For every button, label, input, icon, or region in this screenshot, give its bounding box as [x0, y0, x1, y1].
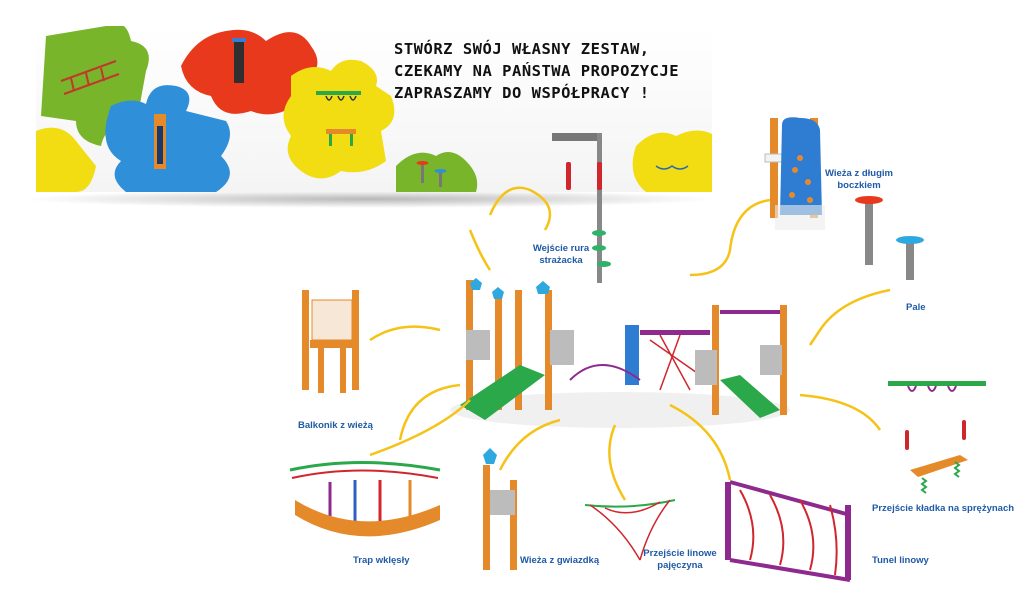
web-crossing-illustration	[584, 499, 676, 561]
spring-bridge-illustration	[888, 381, 986, 494]
caption-balcony-tower: Balkonik z wieżą	[298, 420, 373, 431]
banner-headline-line-1: STWÓRZ SWÓJ WŁASNY ZESTAW,	[394, 40, 650, 58]
banner-shadow	[20, 190, 720, 208]
arrow-from-pole	[488, 186, 552, 231]
firemans-pole-illustration	[552, 133, 611, 283]
banner-headline-line-2: CZEKAMY NA PAŃSTWA PROPOZYCJE	[394, 62, 680, 80]
arrow-balcony-to-slide	[398, 383, 461, 441]
puzzle-pieces-illustration	[36, 26, 712, 192]
caption-star-tower: Wieża z gwiazdką	[520, 555, 600, 566]
yellow-puzzle-piece-right	[632, 130, 712, 192]
tower-long-side-illustration	[764, 117, 825, 230]
banner-headline-line-3: ZAPRASZAMY DO WSPÓŁPRACY !	[394, 84, 650, 102]
balcony-tower-illustration	[302, 290, 359, 393]
caption-firemans-pole: Wejście rura strażacka	[532, 243, 590, 266]
arrow-from-web	[608, 424, 627, 501]
caption-tower-long-side: Wieża z długim boczkiem	[824, 168, 893, 191]
caption-web-crossing: Przejście linowe pajęczyna	[643, 548, 717, 571]
yellow-puzzle-piece-center	[283, 59, 395, 179]
arrow-from-ladder	[369, 399, 471, 457]
concave-ladder-illustration	[289, 461, 441, 537]
caption-rope-tunnel: Tunel linowy	[872, 555, 929, 566]
caption-concave-ladder: Trap wklęsły	[353, 555, 410, 566]
yellow-arrows	[369, 186, 891, 501]
caption-posts: Pale	[906, 302, 926, 313]
yellow-puzzle-piece-left	[36, 127, 96, 192]
monkey-bar-icon	[316, 91, 361, 101]
rope-tunnel-illustration	[725, 480, 851, 582]
red-puzzle-piece	[181, 29, 318, 115]
star-tower-illustration	[483, 448, 517, 570]
ladder-icon	[60, 60, 120, 95]
arrow-from-balcony	[369, 325, 441, 342]
main-playground-set-illustration	[450, 278, 790, 428]
arrow-pole-to-set	[468, 229, 492, 271]
posts-illustration	[855, 196, 924, 280]
arrow-from-posts	[808, 288, 891, 346]
caption-spring-bridge: Przejście kładka na sprężynach	[872, 503, 1015, 514]
arrow-from-spring-bridge	[799, 393, 882, 431]
arrow-from-tunnel	[669, 403, 732, 481]
arrow-from-star-tower	[498, 418, 561, 471]
blue-puzzle-piece	[105, 85, 230, 192]
arrow-from-long-tower	[689, 198, 771, 277]
